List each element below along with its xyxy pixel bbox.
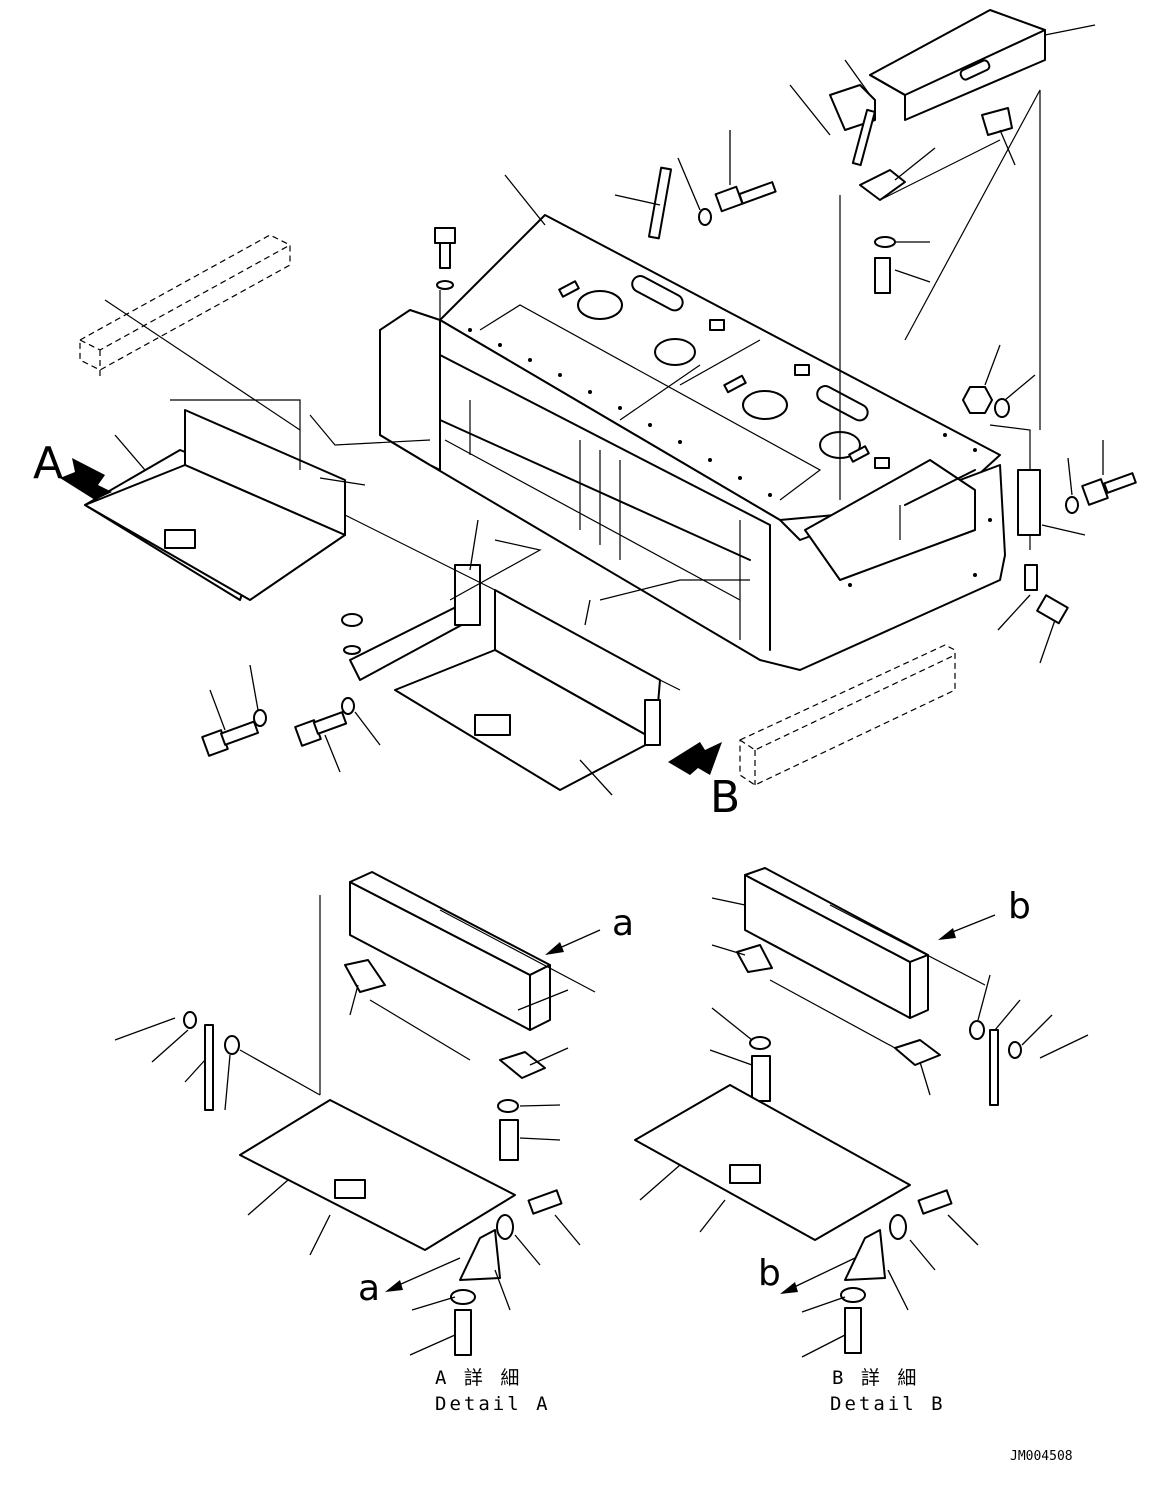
cover-b-assembly bbox=[349, 564, 661, 791]
detail-b-label-jp: B 詳 細 bbox=[832, 1367, 919, 1389]
leader-lines-main bbox=[114, 24, 1104, 796]
callout-view-b: B bbox=[710, 772, 740, 823]
phantom-lines-main bbox=[104, 89, 1041, 691]
detail-a-label-jp: A 詳 細 bbox=[435, 1367, 522, 1389]
view-arrow-b: B bbox=[668, 742, 740, 823]
callout-a-lower: a bbox=[358, 1268, 380, 1309]
main-frame bbox=[379, 214, 1006, 671]
view-arrow-a: A bbox=[33, 438, 112, 500]
callout-a-upper: a bbox=[612, 903, 634, 944]
drawing-code: JM004508 bbox=[1010, 1449, 1073, 1464]
rear-beam-phantom bbox=[79, 234, 291, 380]
detail-b-label-en: Detail B bbox=[830, 1393, 946, 1415]
callout-b-lower: b bbox=[758, 1253, 781, 1294]
hardware bbox=[201, 166, 1137, 757]
detail-a: a a A 詳 細 Detail A bbox=[114, 871, 634, 1415]
top-bracket-cover bbox=[829, 9, 1046, 201]
detail-b: b b B 詳 細 Detail B bbox=[634, 867, 1089, 1415]
cover-a-assembly bbox=[84, 409, 346, 601]
callout-b-upper: b bbox=[1008, 886, 1031, 927]
callout-view-a: A bbox=[33, 438, 63, 489]
front-beam-phantom bbox=[739, 644, 956, 786]
detail-a-label-en: Detail A bbox=[435, 1393, 551, 1415]
